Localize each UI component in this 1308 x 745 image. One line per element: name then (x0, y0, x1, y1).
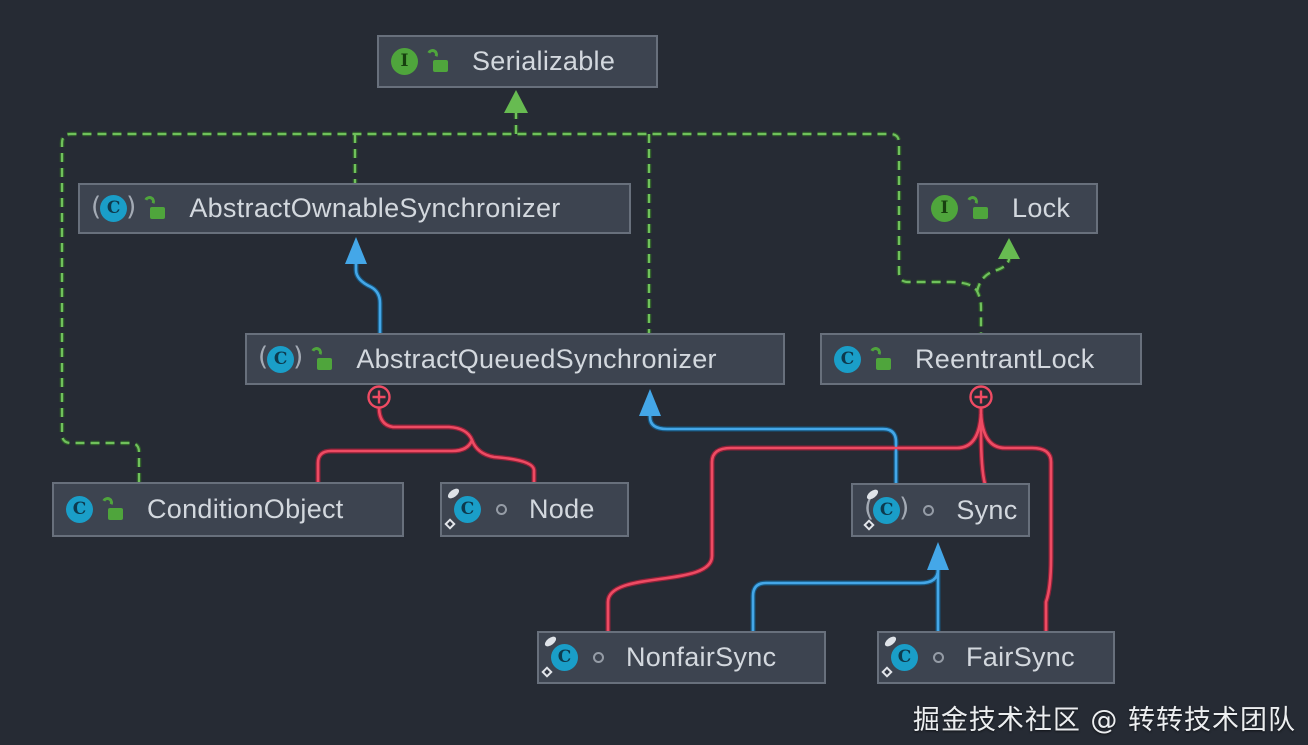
public-visibility-icon (100, 495, 125, 522)
inner-class-anchor-icons (367, 385, 993, 409)
class-name-label: NonfairSync (626, 642, 777, 672)
class-name-label: ReentrantLock (915, 343, 1095, 374)
class-icon: C (66, 496, 93, 523)
class-node-abstract-ownable-synchronizer[interactable]: (C) AbstractOwnableSynchronizer (78, 183, 631, 234)
class-name-label: ConditionObject (147, 494, 344, 524)
class-name-label: Sync (956, 494, 1018, 525)
abstract-static-class-icon: (C) (863, 487, 909, 531)
class-name-label: Lock (1012, 193, 1071, 223)
public-visibility-icon (309, 344, 334, 372)
watermark-text: 掘金技术社区 @ 转转技术团队 (912, 705, 1296, 736)
class-name-label: Serializable (472, 46, 616, 76)
package-private-visibility-icon (593, 652, 604, 663)
class-node-sync[interactable]: (C) Sync (851, 483, 1030, 537)
public-visibility-icon (868, 344, 893, 372)
interface-icon: I (391, 48, 418, 75)
public-visibility-icon (142, 194, 167, 221)
class-node-node[interactable]: C Node (440, 482, 629, 537)
class-node-nonfair-sync[interactable]: C NonfairSync (537, 631, 826, 684)
implements-arrowheads (504, 90, 1020, 259)
class-node-lock[interactable]: I Lock (917, 183, 1098, 234)
class-name-label: AbstractQueuedSynchronizer (356, 343, 717, 374)
class-node-reentrant-lock[interactable]: C ReentrantLock (820, 333, 1142, 385)
public-visibility-icon (965, 194, 990, 221)
package-private-visibility-icon (923, 504, 935, 516)
class-node-fair-sync[interactable]: C FairSync (877, 631, 1115, 684)
class-node-abstract-queued-synchronizer[interactable]: (C) AbstractQueuedSynchronizer (245, 333, 785, 385)
package-private-visibility-icon (933, 652, 944, 663)
package-private-visibility-icon (496, 504, 507, 515)
static-class-icon: C (541, 634, 578, 678)
interface-icon: I (931, 195, 958, 222)
public-visibility-icon (425, 47, 450, 74)
class-icon: C (834, 345, 861, 373)
class-name-label: AbstractOwnableSynchronizer (189, 193, 561, 223)
extends-arrowheads (345, 237, 949, 570)
class-node-serializable[interactable]: I Serializable (377, 35, 658, 88)
class-name-label: Node (529, 494, 595, 524)
abstract-class-icon: (C) (91, 191, 137, 222)
class-name-label: FairSync (966, 642, 1075, 672)
static-class-icon: C (881, 634, 918, 678)
abstract-class-icon: (C) (258, 342, 304, 373)
static-class-icon: C (444, 486, 481, 530)
class-node-condition-object[interactable]: C ConditionObject (52, 482, 404, 537)
